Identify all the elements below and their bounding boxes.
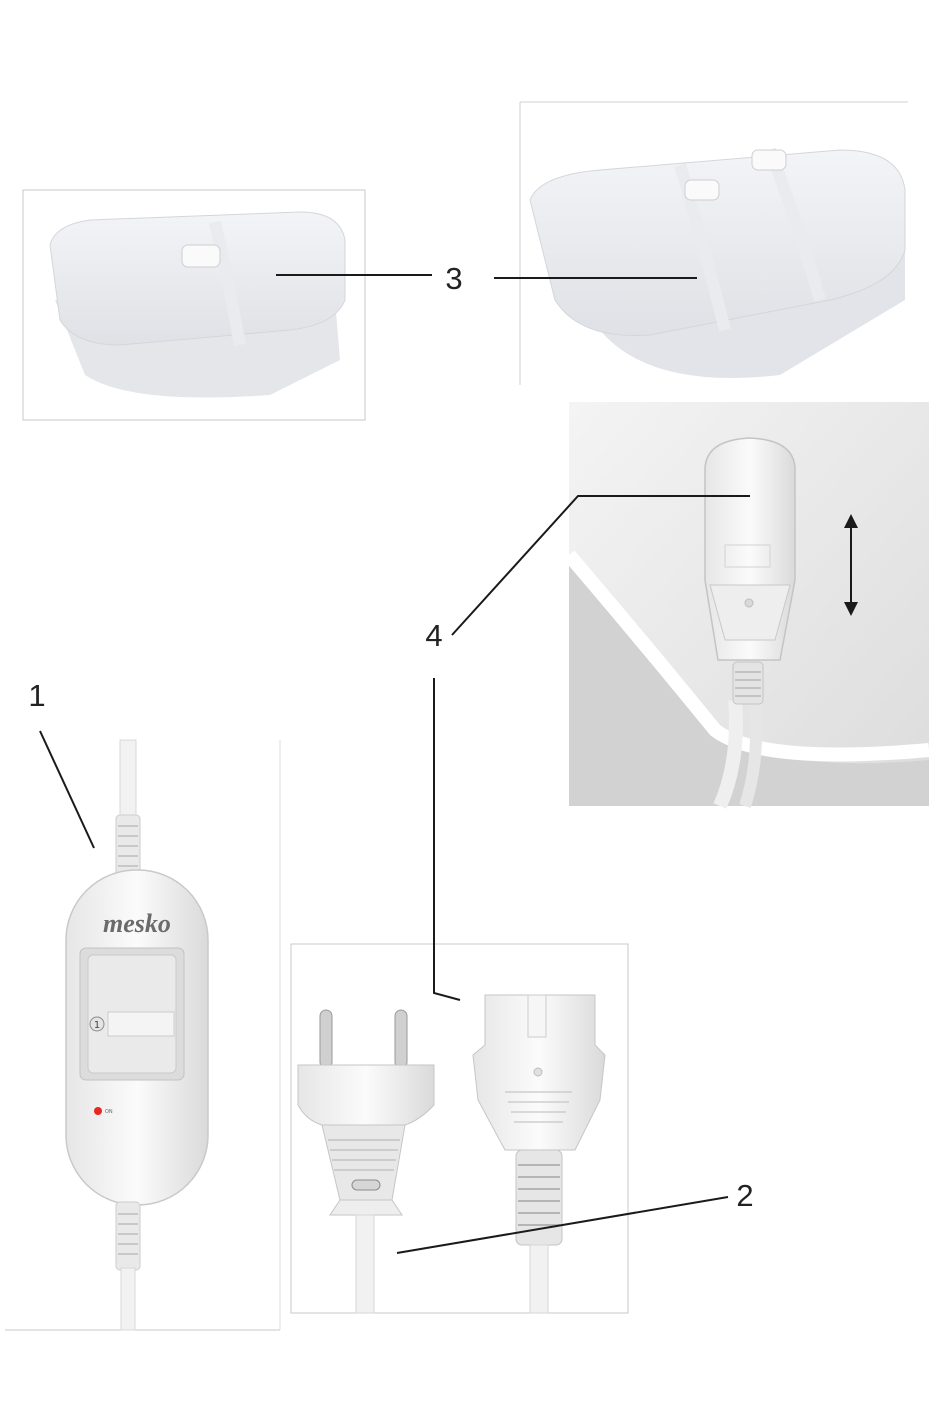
leader-1: [40, 731, 94, 848]
double-blanket-photo: [520, 102, 908, 385]
control-unit-photo: mesko 1 ON: [5, 740, 280, 1330]
switch-slot: [108, 1012, 174, 1036]
single-blanket-photo: [23, 190, 365, 420]
blanket-connector-slot: [528, 995, 546, 1037]
callout-1: 1: [28, 678, 45, 713]
callout-3: 3: [445, 261, 462, 296]
control-upper-cable: [120, 740, 136, 820]
double-blanket-connector-right: [752, 150, 786, 170]
callout-2: 2: [736, 1178, 753, 1213]
blanket-connector-screw: [534, 1068, 542, 1076]
plug-pin-right: [395, 1010, 407, 1068]
power-indicator-light: [94, 1107, 102, 1115]
single-blanket-top-fold: [50, 212, 345, 345]
plug-cable: [356, 1215, 374, 1313]
single-blanket-connector: [182, 245, 220, 267]
blanket-connector-cable: [530, 1245, 548, 1313]
closeup-strain-relief: [733, 662, 763, 704]
brand-logo: mesko: [103, 909, 171, 938]
callout-4: 4: [425, 618, 442, 653]
control-lower-strain-relief: [116, 1202, 140, 1270]
plug-face: [298, 1065, 434, 1125]
double-blanket-connector-left: [685, 180, 719, 200]
switch-position-number: 1: [94, 1020, 100, 1031]
closeup-connector-screw: [745, 599, 753, 607]
plug-pin-left: [320, 1010, 332, 1068]
control-lower-cable: [121, 1268, 135, 1330]
plug-collar: [330, 1200, 402, 1215]
connector-closeup-photo: [569, 402, 929, 806]
plug-logo-mark: [352, 1180, 380, 1190]
indicator-label: ON: [105, 1109, 113, 1115]
